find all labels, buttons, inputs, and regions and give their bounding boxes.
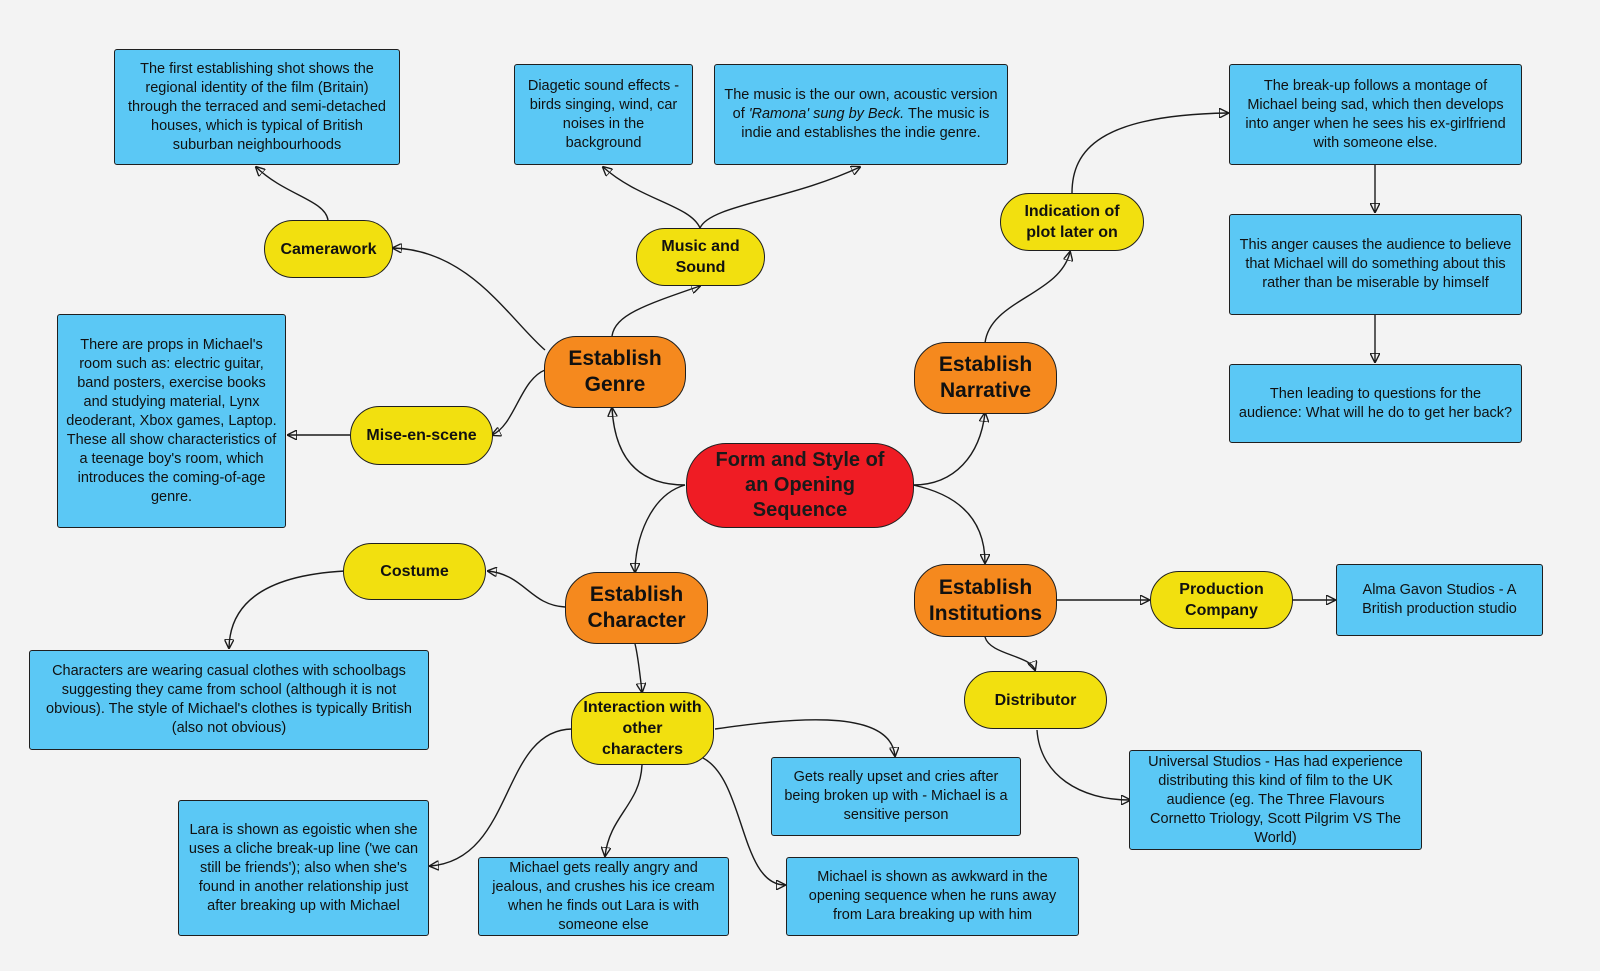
note-text: Gets really upset and cries after being … [784, 769, 1008, 823]
hub-label: Establish Genre [568, 347, 662, 396]
edge-interaction-angry [605, 764, 643, 856]
hub-establish-narrative[interactable]: Establish Narrative [914, 342, 1057, 414]
note-text-italic: 'Ramona' sung by Beck. [748, 106, 905, 122]
note-text-part: The music is the our own, acoustic versi… [724, 87, 998, 122]
note-text: Lara is shown as egoistic when she uses … [188, 821, 419, 914]
note-text: The break-up follows a montage of Michae… [1245, 77, 1506, 151]
edge-character-interaction [634, 643, 642, 692]
edge-root-genre [612, 408, 686, 486]
edge-interaction-lara [430, 728, 573, 866]
note-text: Diagetic sound effects - birds singing, … [527, 77, 680, 151]
note-lara: Lara is shown as egoistic when she uses … [178, 800, 429, 936]
subtopic-distributor[interactable]: Distributor [964, 671, 1107, 729]
note-text: There are props in Michael's room such a… [66, 336, 277, 505]
edge-costume-note [229, 570, 346, 648]
note-text: Then leading to questions for the audien… [1238, 385, 1513, 421]
subtopic-indication-of-plot[interactable]: Indication of plot later on [1000, 193, 1144, 251]
subtopic-label: Interaction with other characters [583, 699, 702, 758]
edge-institutions-distributor [984, 636, 1035, 670]
edge-music-musicnote [699, 167, 860, 229]
note-text: Characters are wearing casual clothes wi… [46, 663, 412, 736]
root-node[interactable]: Form and Style of an Opening Sequence [686, 443, 914, 528]
edge-root-narrative [912, 413, 985, 486]
subtopic-label: Music and Sound [661, 238, 740, 276]
subtopic-label: Costume [380, 563, 449, 580]
subtopic-label: Production Company [1179, 581, 1264, 619]
subtopic-interaction[interactable]: Interaction with other characters [571, 692, 714, 765]
note-text: The music is the our own, acoustic versi… [723, 86, 999, 143]
note-diagetic-sound: Diagetic sound effects - birds singing, … [514, 64, 693, 165]
edge-genre-camerawork [393, 248, 546, 351]
note-music: The music is the our own, acoustic versi… [714, 64, 1008, 165]
note-awkward: Michael is shown as awkward in the openi… [786, 857, 1079, 936]
edge-narrative-plot [984, 252, 1070, 344]
subtopic-label: Distributor [994, 691, 1077, 709]
note-mise-en-scene: There are props in Michael's room such a… [57, 314, 286, 528]
hub-establish-genre[interactable]: Establish Genre [544, 336, 686, 408]
subtopic-mise-en-scene[interactable]: Mise-en-scene [350, 406, 493, 465]
edge-root-character [635, 484, 686, 572]
edge-interaction-upset [714, 719, 895, 756]
subtopic-camerawork[interactable]: Camerawork [264, 220, 393, 278]
edge-distributor-note [1036, 729, 1130, 800]
note-text: This anger causes the audience to believ… [1239, 237, 1512, 291]
subtopic-production-company[interactable]: Production Company [1150, 571, 1293, 629]
note-distributor: Universal Studios - Has had experience d… [1129, 750, 1422, 850]
note-text: Michael is shown as awkward in the openi… [808, 869, 1057, 923]
note-camerawork: The first establishing shot shows the re… [114, 49, 400, 165]
subtopic-music-and-sound[interactable]: Music and Sound [636, 228, 765, 286]
subtopic-costume[interactable]: Costume [343, 543, 486, 600]
note-breakup-montage: The break-up follows a montage of Michae… [1229, 64, 1522, 165]
subtopic-label: Indication of plot later on [1024, 203, 1120, 241]
note-text: The first establishing shot shows the re… [128, 60, 386, 153]
subtopic-label: Camerawork [280, 240, 377, 258]
note-anger: This anger causes the audience to believ… [1229, 214, 1522, 315]
note-production: Alma Gavon Studios - A British productio… [1336, 564, 1543, 636]
note-questions: Then leading to questions for the audien… [1229, 364, 1522, 443]
edge-genre-music [611, 286, 700, 337]
hub-establish-character[interactable]: Establish Character [565, 572, 708, 644]
note-text: Alma Gavon Studios - A British productio… [1362, 582, 1517, 617]
subtopic-label: Mise-en-scene [366, 427, 477, 444]
edge-plot-breakup [1071, 113, 1228, 194]
root-label: Form and Style of an Opening Sequence [715, 449, 885, 521]
edge-character-costume [488, 571, 566, 608]
hub-establish-institutions[interactable]: Establish Institutions [914, 564, 1057, 637]
note-angry: Michael gets really angry and jealous, a… [478, 857, 729, 936]
note-text: Michael gets really angry and jealous, a… [492, 859, 715, 933]
note-upset: Gets really upset and cries after being … [771, 757, 1021, 836]
edge-camerawork-note [256, 167, 329, 221]
note-costume: Characters are wearing casual clothes wi… [29, 650, 429, 750]
edge-music-diagetic [603, 167, 701, 229]
edge-root-institutions [912, 484, 985, 563]
hub-label: Establish Institutions [928, 575, 1043, 625]
hub-label: Establish Character [587, 583, 686, 632]
note-text: Universal Studios - Has had experience d… [1148, 753, 1403, 846]
edge-genre-mise [492, 369, 546, 435]
note-text-part: The music is indie and establishes the i… [741, 106, 990, 141]
hub-label: Establish Narrative [938, 353, 1033, 402]
